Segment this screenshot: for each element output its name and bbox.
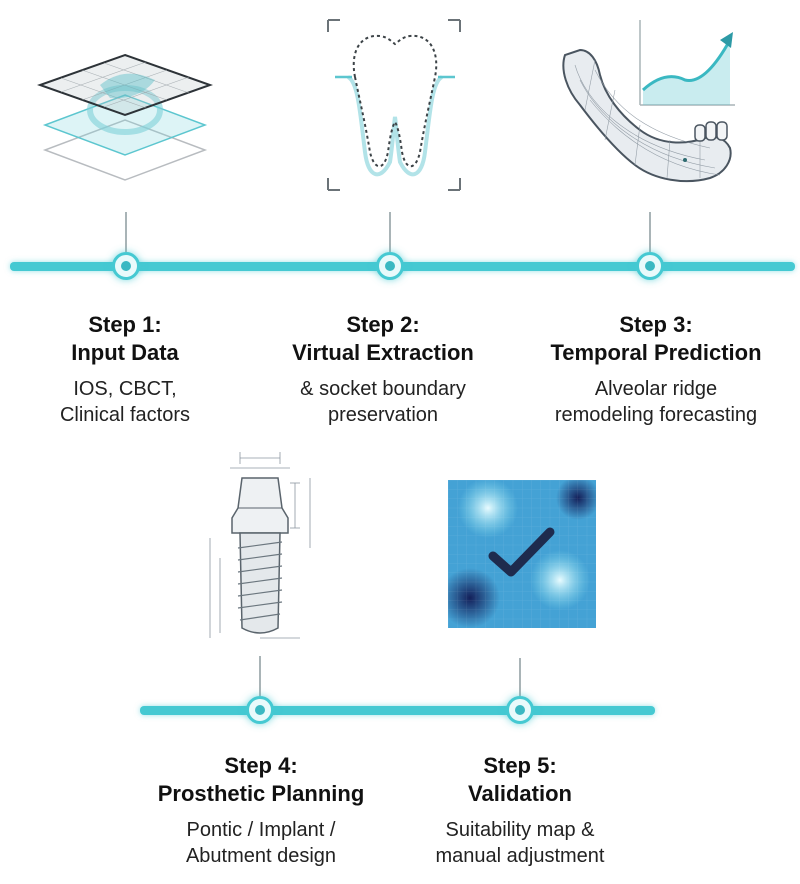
timeline-node-5 — [506, 696, 534, 724]
stacked-layers-icon — [36, 53, 214, 181]
step-title-number: Step 3: — [619, 312, 693, 337]
step-title-number: Step 1: — [88, 312, 162, 337]
step-description-line: & socket boundary — [300, 378, 466, 400]
step-title-number: Step 2: — [346, 312, 420, 337]
connector-step-5 — [519, 658, 521, 696]
step-2: Step 2: Virtual Extraction & socket boun… — [263, 311, 503, 428]
timeline-node-2 — [376, 252, 404, 280]
step-description-line: Pontic / Implant / — [186, 819, 336, 841]
step-title-name: Virtual Extraction — [292, 340, 474, 365]
timeline-node-3 — [636, 252, 664, 280]
step-title-name: Prosthetic Planning — [157, 781, 365, 806]
step-description-line: Suitability map & — [445, 819, 595, 841]
step-description-line: preservation — [327, 404, 439, 426]
connector-step-1 — [125, 212, 127, 252]
timeline-node-1 — [112, 252, 140, 280]
connector-step-2 — [389, 212, 391, 252]
implant-drawing-icon — [209, 452, 311, 639]
step-1: Step 1: Input Data IOS, CBCT, Clinical f… — [10, 311, 240, 428]
jaw-mesh-chart-icon — [562, 20, 735, 183]
step-description-line: Alveolar ridge — [594, 378, 718, 400]
connector-step-3 — [649, 212, 651, 252]
step-description-line: IOS, CBCT, — [73, 378, 177, 400]
step-3: Step 3: Temporal Prediction Alveolar rid… — [520, 311, 792, 428]
step-description-line: Clinical factors — [59, 404, 191, 426]
step-title-name: Validation — [468, 781, 572, 806]
step-4: Step 4: Prosthetic Planning Pontic / Imp… — [130, 752, 392, 869]
timeline-node-4 — [246, 696, 274, 724]
timeline-bottom — [140, 706, 655, 715]
step-title-number: Step 5: — [483, 753, 557, 778]
step-description-line: remodeling forecasting — [554, 404, 758, 426]
tooth-outline-icon — [327, 19, 461, 191]
step-5: Step 5: Validation Suitability map & man… — [420, 752, 620, 869]
step-description-line: Abutment design — [185, 845, 337, 867]
step-title-number: Step 4: — [224, 753, 298, 778]
connector-step-4 — [259, 656, 261, 696]
step-title-name: Temporal Prediction — [550, 340, 762, 365]
step-description-line: manual adjustment — [435, 845, 605, 867]
step-title-name: Input Data — [71, 340, 179, 365]
heatmap-check-icon — [448, 480, 596, 628]
